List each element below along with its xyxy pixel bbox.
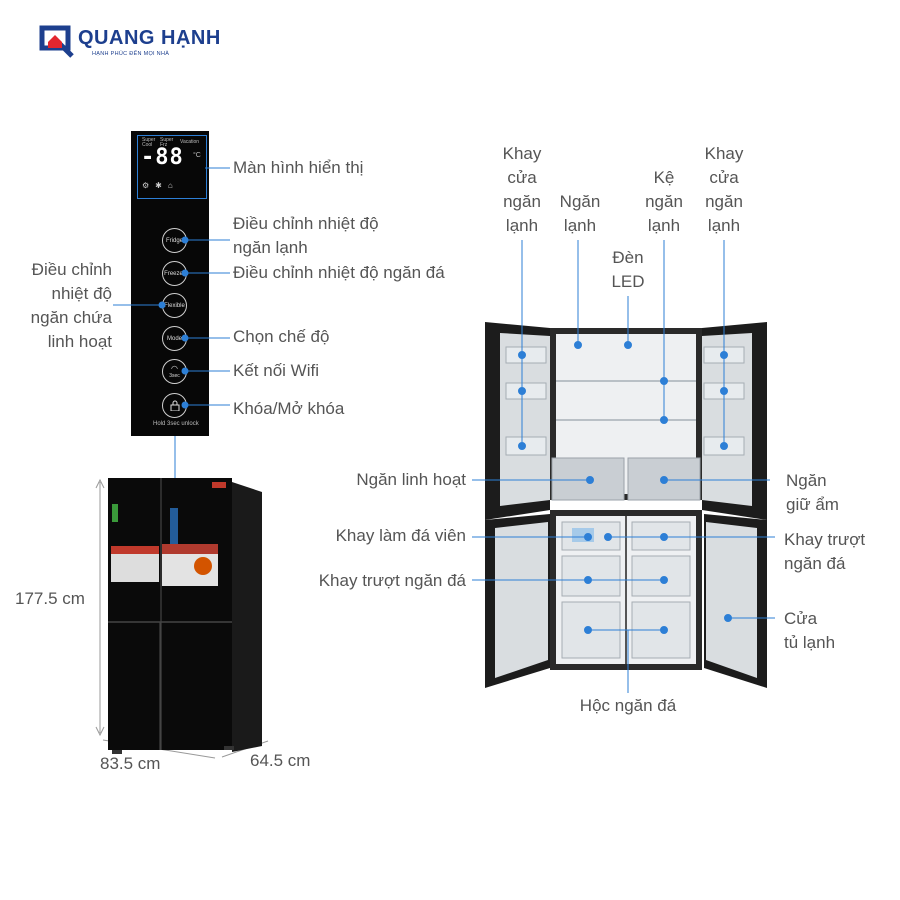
label-flexible-temp-2: nhiệt độ [51, 284, 113, 303]
label-fridge-door-2: tủ lạnh [784, 633, 836, 652]
label-lock: Khóa/Mở khóa [233, 399, 345, 418]
lock-caption: Hold 3sec unlock [153, 421, 199, 427]
temperature-unit: °C [193, 152, 201, 159]
label-door-tray-right-1: Khay [704, 144, 744, 163]
label-shelf-1: Kệ [653, 168, 675, 187]
label-fridge-compartment-2: lạnh [563, 216, 597, 235]
wifi-icon: ◠ [171, 363, 178, 373]
lock-icon [170, 400, 179, 411]
label-shelf-2: ngăn [645, 192, 683, 211]
label-freezer-box: Hộc ngăn đá [579, 696, 677, 715]
label-sliding-tray-right-1: Khay trượt [784, 530, 866, 549]
label-ice-tray: Khay làm đá viên [335, 526, 466, 545]
label-led-2: LED [611, 272, 645, 291]
label-mode: Chọn chế độ [233, 327, 330, 346]
label-sliding-tray-right-2: ngăn đá [784, 554, 846, 573]
label-flexible-temp-4: linh hoạt [47, 332, 112, 351]
label-shelf-3: lạnh [647, 216, 681, 235]
label-flexible-temp-1: Điều chỉnh [31, 260, 112, 279]
label-door-tray-left-4: lạnh [505, 216, 539, 235]
label-flexible-drawer: Ngăn linh hoạt [356, 470, 466, 489]
wifi-button-label: 3sec [169, 372, 180, 379]
label-door-tray-right-2: cửa [709, 168, 739, 187]
label-door-tray-left-3: ngăn [503, 192, 541, 211]
label-display: Màn hình hiển thị [233, 158, 364, 177]
mode-icons-row: ⚙✱⌂ [142, 181, 179, 190]
label-crisper-1: Ngăn [786, 471, 827, 490]
dimension-height: 177.5 cm [15, 589, 85, 608]
dimension-width: 83.5 cm [100, 754, 161, 773]
label-fridge-temp-1: Điều chỉnh nhiệt độ [233, 214, 379, 233]
logo-brand: QUANG HẠNH [78, 27, 221, 49]
label-freezer-temp: Điều chỉnh nhiệt độ ngăn đá [233, 263, 445, 282]
label-wifi: Kết nối Wifi [233, 361, 319, 380]
label-freezer-sliding-tray: Khay trượt ngăn đá [318, 571, 466, 590]
indicator-super-cool: Super Cool [142, 137, 156, 148]
label-fridge-compartment-1: Ngăn [559, 192, 601, 211]
label-door-tray-left-2: cửa [507, 168, 537, 187]
label-led-1: Đèn [612, 248, 644, 267]
indicator-super-frz: Super Frz [160, 137, 174, 148]
dimension-depth: 64.5 cm [250, 751, 311, 770]
display-highlight [137, 135, 207, 199]
label-flexible-temp-3: ngăn chứa [30, 308, 112, 327]
label-fridge-door-1: Cửa [784, 609, 818, 628]
temperature-display: -88 [141, 145, 184, 170]
label-door-tray-right-3: ngăn [705, 192, 743, 211]
logo-tagline: HẠNH PHÚC ĐẾN MỌI NHÀ [92, 51, 170, 57]
label-fridge-temp-2: ngăn lạnh [233, 238, 308, 257]
logo-mark [39, 25, 74, 58]
label-door-tray-left-1: Khay [502, 144, 542, 163]
indicator-vacation: Vacation [180, 139, 200, 145]
label-door-tray-right-4: lạnh [707, 216, 741, 235]
label-crisper-2: giữ ẩm [786, 495, 839, 514]
